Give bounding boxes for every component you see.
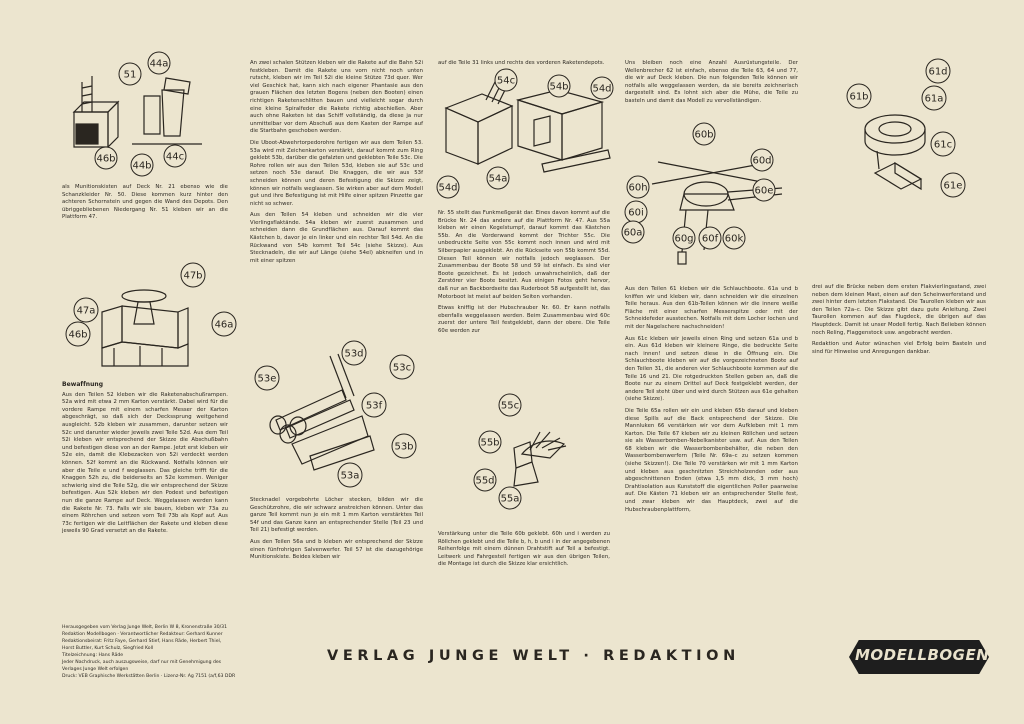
imprint-line: Redaktion Modellbogen · Verantwortlicher… [62,632,223,637]
label-60d: 60d [752,156,771,167]
label-53d: 53d [344,349,363,360]
imprint-line: Horst Buttler, Kurt Schulz, Siegfried Ko… [62,646,154,651]
label-55b: 55b [480,438,499,449]
label-44a: 44a [150,59,169,70]
label-46a: 46a [215,320,234,331]
label-54c: 54c [497,76,515,87]
paragraph: drei auf die Brücke neben dem ersten Fla… [812,284,986,336]
label-46b: 46b [68,330,87,341]
label-54a: 54a [489,174,508,185]
label-53c: 53c [393,363,411,374]
figure-quad-flak: 54c 54b 54d 54d 54a [436,68,618,200]
label-47b: 47b [183,271,202,282]
label-51: 51 [124,70,137,81]
label-47a: 47a [77,306,96,317]
column-3-text-bottom: Verstärkung unter die Teile 60b geklebt.… [438,531,610,573]
label-61d: 61d [928,67,947,78]
paragraph: als Munitionskisten auf Deck Nr. 21 eben… [62,184,228,221]
paragraph: An zwei schalen Stützen kleben wir die R… [250,60,423,135]
label-61e: 61e [944,181,963,192]
label-60g: 60g [674,234,693,245]
label-44c: 44c [166,152,184,163]
label-60e: 60e [755,186,774,197]
label-53a: 53a [341,471,360,482]
column-4-text-bottom: Aus den Teilen 61 kleben wir die Schlauc… [625,286,798,518]
label-60i: 60i [628,208,644,219]
paragraph: Nr. 55 stellt das Funkmeßgerät dar. Eine… [438,210,610,300]
figure-torpedo-tubes: 53d 53e 53c 53f 53b 53a [250,340,425,490]
label-61c: 61c [934,140,952,151]
label-53f: 53f [366,401,383,412]
column-1-text-top: als Munitionskisten auf Deck Nr. 21 eben… [62,184,228,226]
section-heading-bewaffnung: Bewaffnung [62,381,104,388]
label-53b: 53b [394,442,413,453]
label-60k: 60k [725,234,744,245]
label-60h: 60h [628,183,647,194]
label-60f: 60f [702,234,719,245]
column-4-text-top: Uns bleiben noch eine Anzahl Ausrüstungs… [625,60,798,110]
label-53e: 53e [258,374,277,385]
paragraph: Aus den Teilen 56a und b kleben wir ents… [250,538,423,561]
figure-platform: 47b 47a 46b 46a [62,262,237,374]
figure-munition-box: 51 44a 46b 44b 44c [62,51,212,180]
imprint-line: Herausgegeben vom Verlag Junge Welt, Ber… [62,625,228,630]
label-55d: 55d [475,476,494,487]
paragraph: Etwas kniffig ist der Hubschrauber Nr. 6… [438,305,610,334]
column-1-text-bottom: Bewaffnung Aus den Teilen 52 kleben wir … [62,381,228,540]
column-5-text: drei auf die Brücke neben dem ersten Fla… [812,284,986,360]
logo-text: MODELLBOGEN [855,646,990,664]
paragraph: Die Teile 65a rollen wir ein und kleben … [625,407,798,513]
imprint-line: Jeder Nachdruck, auch auszugsweise, darf… [62,660,222,665]
label-54b: 54b [549,82,568,93]
label-54d: 54d [592,84,611,95]
column-3-text-top: auf die Teile 31 links und rechts des vo… [438,60,610,72]
label-60b: 60b [694,130,713,141]
paragraph: Uns bleiben noch eine Anzahl Ausrüstungs… [625,60,798,104]
label-61b: 61b [849,92,868,103]
imprint-line: Titelzeichnung: Hans Räde [62,653,124,658]
paragraph: Stecknadel vorgebohrte Löcher stecken, b… [250,497,423,534]
label-44b: 44b [132,161,151,172]
figure-radar: 55c 55b 55d 55a [470,392,580,510]
paragraph: Aus 61c kleben wir jeweils einen Ring un… [625,335,798,403]
paragraph: Aus den Teilen 61 kleben wir die Schlauc… [625,286,798,330]
figure-helicopter: 60b 60d 60e 60h 60i 60a 60g 60f 60k [621,122,802,280]
paragraph: Aus den Teilen 52 kleben wir die Raketen… [62,391,228,535]
imprint-line: Druck: VEB Graphische Werkstätten Berlin… [62,674,236,679]
column-2-text-top: An zwei schalen Stützen kleben wir die R… [250,60,423,269]
figure-inflatable-boat: 61d 61b 61a 61c 61e [835,55,990,205]
label-54d: 54d [438,183,457,194]
paragraph: Verstärkung unter die Teile 60b geklebt.… [438,531,610,568]
label-55a: 55a [501,494,520,505]
paragraph: auf die Teile 31 links und rechts des vo… [438,60,605,66]
paragraph: Redaktion und Autor wünschen viel Erfolg… [812,341,986,355]
paragraph: Aus den Teilen 54 kleben und schneiden w… [250,212,423,264]
publisher-banner: VERLAG JUNGE WELT · REDAKTION [327,648,740,664]
column-3-text-middle: Nr. 55 stellt das Funkmeßgerät dar. Eine… [438,210,610,340]
label-46b: 46b [96,154,115,165]
imprint-line: Redaktionsbeirat: Fritz Faye, Gerhard St… [62,639,222,644]
label-55c: 55c [501,401,519,412]
imprint: Herausgegeben vom Verlag Junge Welt, Ber… [62,624,342,680]
column-2-text-bottom: Stecknadel vorgebohrte Löcher stecken, b… [250,497,423,566]
modellbogen-logo: MODELLBOGEN [849,640,989,674]
label-60a: 60a [624,228,643,239]
imprint-line: Verlages Junge Welt erfolgen [62,667,129,672]
paragraph: Die Uboot-Abwehrtorpedorohre fertigen wi… [250,139,423,207]
label-61a: 61a [925,94,944,105]
